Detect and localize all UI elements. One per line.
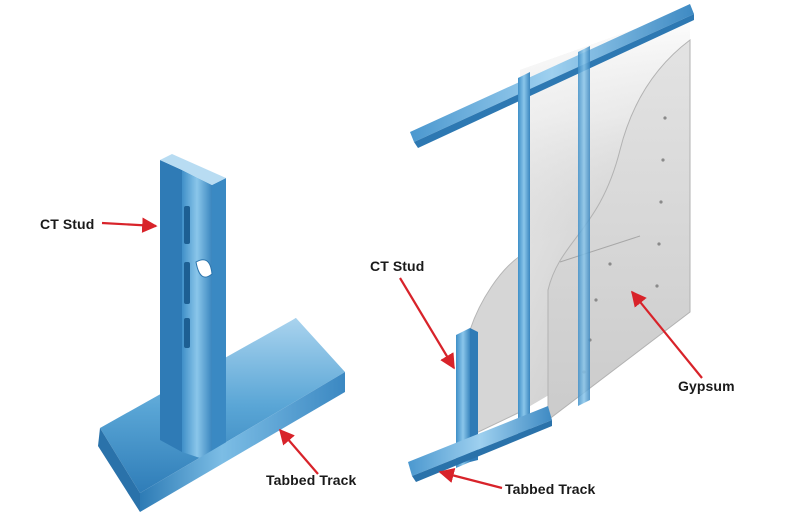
left-stud-slot	[184, 262, 190, 304]
arrow-ct-stud-right	[399, 277, 455, 370]
wall-stud-1	[518, 72, 530, 436]
arrow-ct-stud-left	[101, 217, 158, 233]
left-track-front-flange	[98, 428, 140, 512]
front-ct-stud-flange	[470, 328, 478, 462]
wall-stud-2	[578, 46, 590, 406]
gypsum-screw	[661, 158, 665, 162]
right-wall-assembly	[408, 4, 694, 482]
left-stud-flange	[212, 178, 226, 462]
label-ct-stud-left: CT Stud	[40, 216, 95, 232]
bottom-track-underside	[412, 420, 552, 482]
gypsum-screw	[657, 242, 661, 246]
gypsum-screw	[659, 200, 663, 204]
gypsum-screw	[608, 262, 612, 266]
left-track-front-lip	[140, 372, 345, 512]
bottom-track	[408, 406, 552, 476]
left-stud-web	[160, 160, 182, 452]
left-stud-slot	[184, 318, 190, 348]
arrow-tabbed-track-left	[278, 428, 319, 475]
gypsum-screw	[594, 298, 598, 302]
top-track-underside	[414, 14, 694, 148]
label-tabbed-track-right: Tabbed Track	[505, 481, 596, 497]
callout-arrows	[101, 217, 703, 490]
label-ct-stud-right: CT Stud	[370, 258, 425, 274]
gypsum-joint	[559, 235, 641, 263]
left-stud-top-lip	[160, 154, 226, 185]
left-stud-slot	[184, 206, 190, 244]
top-track	[410, 4, 694, 142]
label-tabbed-track-left: Tabbed Track	[266, 472, 357, 488]
gypsum-screw	[655, 284, 659, 288]
left-stud-track-detail	[98, 154, 345, 512]
front-ct-stud	[456, 328, 470, 468]
left-stud-cutout	[195, 259, 213, 278]
label-gypsum: Gypsum	[678, 378, 735, 394]
gypsum-screw	[663, 116, 667, 120]
arrow-tabbed-track-right	[438, 468, 503, 490]
arrow-gypsum	[631, 290, 703, 379]
